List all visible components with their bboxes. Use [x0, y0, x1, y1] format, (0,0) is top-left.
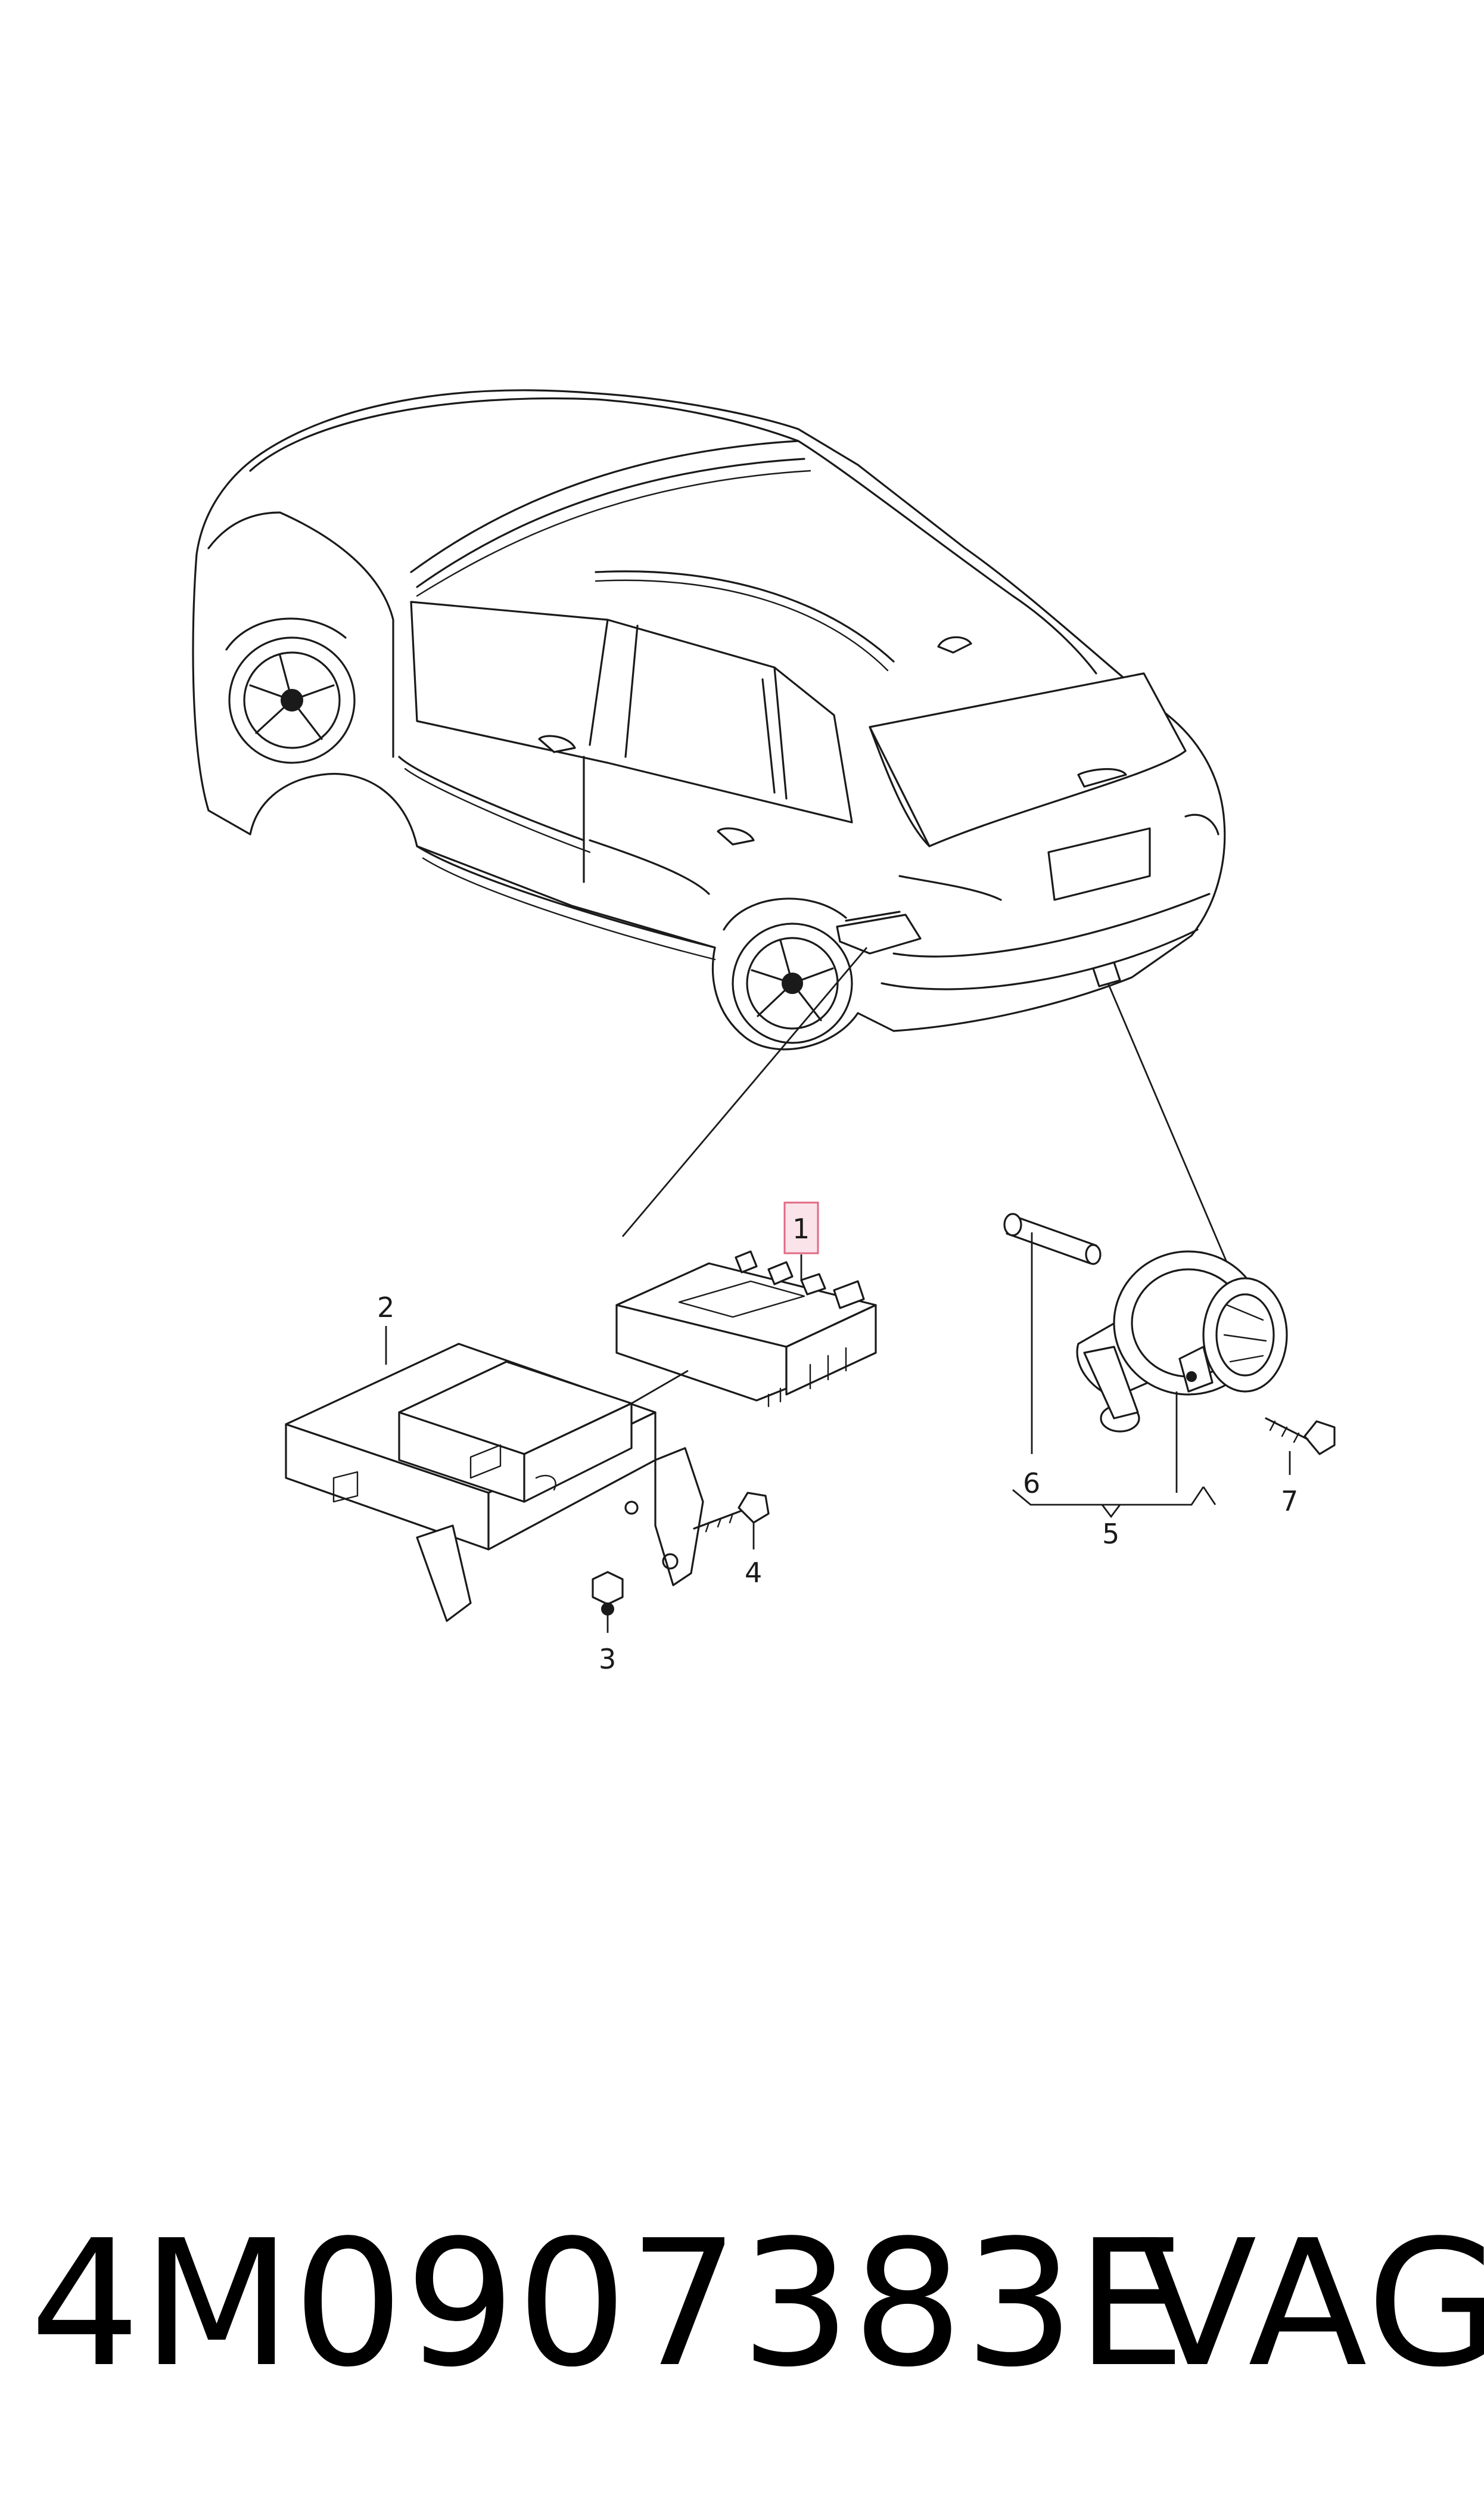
leader-module-to-car [621, 947, 868, 1237]
leader-module-to-bracket [631, 1369, 689, 1405]
callout-1-highlight-box [783, 1201, 819, 1254]
callout-1: 1 [792, 1213, 810, 1245]
callout-5: 5 [1102, 1518, 1119, 1550]
callout-7: 7 [1281, 1485, 1298, 1517]
bolt-part-4 [693, 1492, 770, 1533]
vehicle-illustration [192, 389, 1226, 1051]
nut-part-3 [592, 1571, 624, 1616]
leader-trailer-socket-to-car [1107, 983, 1228, 1264]
callout-3: 3 [599, 1643, 616, 1675]
brand-name: VAG [1138, 2203, 1484, 2405]
callout-2: 2 [377, 1291, 394, 1324]
pin-part-6 [1003, 1213, 1102, 1265]
group-5-bracket [1012, 1486, 1217, 1518]
control-module-part-1 [615, 1250, 877, 1408]
screw-part-7 [1265, 1417, 1336, 1455]
bracket-part-2 [285, 1343, 704, 1622]
callout-6: 6 [1023, 1467, 1040, 1499]
callout-4: 4 [745, 1557, 762, 1589]
trailer-socket-part-5 [1076, 1250, 1288, 1433]
part-number: 4M0907383E [30, 2203, 1187, 2405]
